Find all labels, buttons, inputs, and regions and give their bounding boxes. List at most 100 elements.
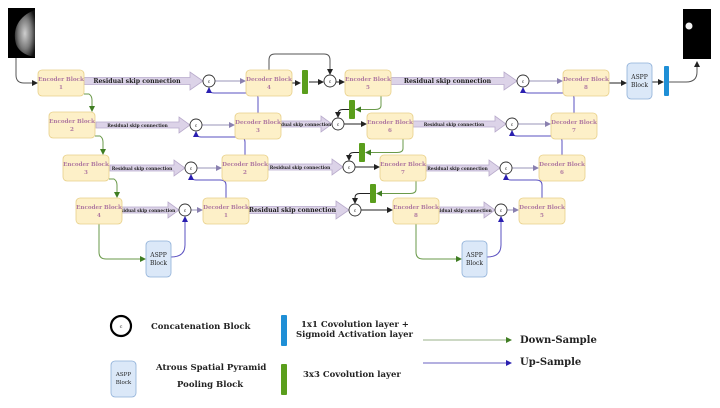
skip-arrow-shape (438, 201, 496, 219)
aspp-legend-line2: Block (116, 380, 132, 386)
aspp-block-bottom-right-line1: ASPP (465, 252, 483, 259)
down-sample-arrow-aspp-left (98, 224, 146, 262)
decoder-block-2-box (221, 154, 269, 182)
enc-to-conv-2 (365, 139, 404, 156)
encoder-block-8-box (392, 197, 440, 225)
concat-symbol: c (348, 166, 351, 171)
encoder-block-3-box (62, 154, 110, 182)
skip-dec1: Residual skip connection (248, 200, 350, 220)
concat-symbol: c (208, 80, 211, 85)
skip-enc4: Residual skip connection (115, 201, 180, 219)
input-mammogram-image (8, 8, 35, 58)
legend-down-sample: Down-Sample (423, 335, 597, 346)
skip-dec2: Residual skip connection (267, 158, 344, 176)
concat-symbol: c (511, 123, 514, 128)
decoder-block-4-box (245, 69, 293, 97)
encoder-block-1-label: Encoder Block (38, 77, 84, 83)
decoder-block-3-number: 3 (256, 128, 260, 134)
encoder-block-8-number: 8 (414, 213, 418, 219)
concat-circle-icon (348, 203, 362, 217)
concat-circle-icon (516, 74, 530, 88)
encoder-block-8-label: Encoder Block (393, 205, 439, 211)
legend-concat-label: Concatenation Block (151, 322, 252, 332)
legend-aspp-label-1: Atrous Spatial Pyramid (155, 363, 266, 373)
decoder-block-2-label: Decoder Block (222, 162, 268, 168)
decoder-block-4-label: Decoder Block (246, 77, 292, 83)
concat-circle-icon (202, 74, 216, 88)
skip-label: Residual skip connection (112, 167, 173, 172)
aspp-legend-icon (110, 360, 137, 398)
encoder-block-7-box (379, 154, 427, 182)
decoder-block-3-label: Decoder Block (235, 120, 281, 126)
aspp-block-bottom-left-line1: ASPP (149, 252, 167, 259)
decoder-block-3-box (234, 112, 282, 140)
encoder-block-7-number: 7 (401, 170, 405, 176)
concat-circle-icon (178, 203, 192, 217)
encoder-block-6-box (366, 112, 414, 140)
up-sample-arrow-aspp-right (486, 216, 504, 258)
conv3x3-legend-icon (281, 364, 287, 395)
concat-block-mid-3: c (342, 160, 356, 174)
skip-label: Residual skip connection (107, 124, 168, 129)
encoder-block-5-number: 5 (366, 85, 370, 91)
encoder-block-2-number: 2 (70, 127, 74, 133)
skip-label: Residual skip connection (404, 78, 492, 85)
skip-enc6: Residual skip connection (412, 115, 507, 133)
down-sample-arrow-2 (95, 135, 106, 155)
aspp-block-bottom-right-line2: Block (466, 260, 483, 267)
skip-enc7: Residual skip connection (425, 159, 501, 177)
aspp-block-bottom-right-box (461, 240, 488, 278)
skip-arrow-shape (425, 159, 501, 177)
concat-symbol: c (522, 80, 525, 85)
skip-label: Residual skip connection (93, 78, 181, 85)
connections (15, 53, 700, 262)
output-mask-image (683, 9, 711, 59)
enc-to-conv-1 (355, 96, 382, 113)
skip-arrow-shape (248, 200, 350, 220)
legend-up-label: Up-Sample (520, 357, 581, 368)
decoder-block-8-box (562, 69, 610, 97)
down-sample-arrow-3 (109, 178, 120, 198)
aspp-block-bottom-left-line2: Block (150, 260, 167, 267)
legend-conv1x1-label-2: Sigmoid Activation layer (296, 330, 414, 340)
encoder-block-7: Encoder Block 7 (379, 154, 427, 182)
down-sample-arrow-1 (84, 93, 95, 112)
legend-aspp: ASPP Block Atrous Spatial Pyramid Poolin… (110, 360, 266, 398)
legend-up-sample: Up-Sample (423, 357, 581, 368)
concat-symbol: c (329, 80, 332, 85)
concat-symbol: c (354, 209, 357, 214)
decoder-block-6-label: Decoder Block (539, 162, 585, 168)
conv3x3-layer-1 (302, 70, 308, 94)
concat-block-right-3: c (499, 161, 513, 175)
skip-label: Residual skip connection (270, 166, 331, 171)
encoder-block-5-label: Encoder Block (345, 77, 391, 83)
aspp-block-output-box (626, 62, 653, 100)
concat-circle-icon (189, 118, 203, 132)
conv1x1-legend-icon (281, 315, 287, 346)
skip-enc8: Residual skip connection (431, 201, 496, 219)
down-sample-arrow-aspp-right (415, 224, 462, 262)
concat-circle-icon (499, 161, 513, 175)
concat-block-left-1: c (202, 74, 216, 88)
concat-block-mid-4: c (348, 203, 362, 217)
concat-legend-symbol: c (120, 324, 123, 330)
skip-arrow-shape (267, 158, 344, 176)
encoder-block-4-number: 4 (97, 213, 101, 219)
encoder-block-3-number: 3 (84, 170, 88, 176)
up-sample-arrow-dec-5 (503, 174, 543, 198)
skip-dec3: Residual skip connection (271, 115, 333, 133)
decoder-block-5-box (518, 197, 566, 225)
decoder-block-6-box (538, 154, 586, 182)
concat-block-right-2: c (505, 117, 519, 131)
legend-conv1x1-label-1: 1x1 Covolution layer + (301, 320, 409, 330)
decoder-block-1-number: 1 (224, 213, 228, 219)
skip-label: Residual skip connection (424, 123, 485, 128)
encoder-block-7-label: Encoder Block (380, 162, 426, 168)
